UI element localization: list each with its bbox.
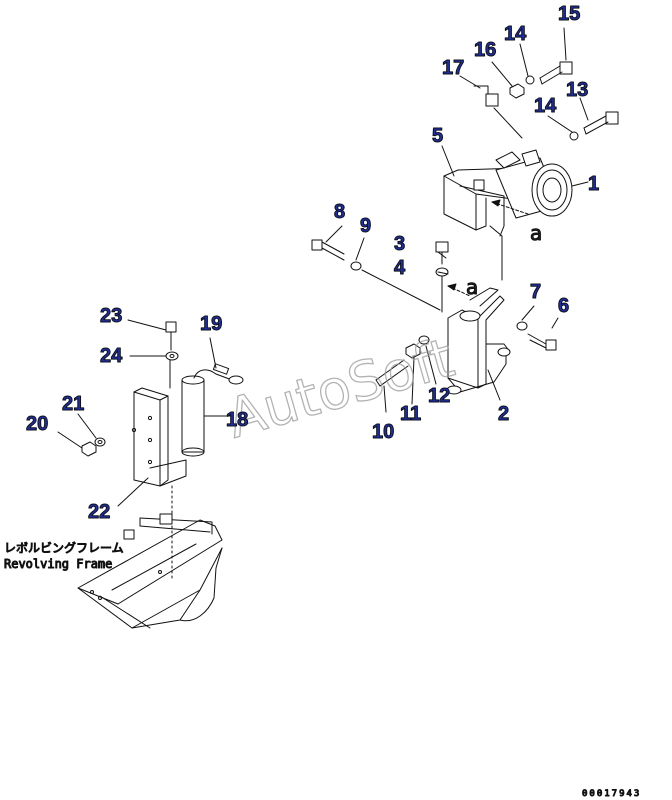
washer-4 — [435, 267, 449, 313]
label-23: 23 — [100, 305, 122, 327]
washer-21 — [94, 437, 106, 447]
label-1: 1 — [588, 173, 599, 195]
washer-14a — [525, 75, 535, 85]
label-11: 11 — [400, 403, 421, 425]
nut-20 — [81, 441, 97, 457]
bolt-15 — [539, 61, 573, 85]
nut-16 — [509, 83, 525, 99]
drawing-number: 00017943 — [582, 789, 641, 799]
wire-19 — [193, 363, 244, 385]
bolt-13 — [583, 111, 619, 135]
label-13: 13 — [566, 79, 588, 101]
label-17: 17 — [442, 57, 464, 79]
watermark: AutoSoft — [220, 326, 460, 450]
label-2: 2 — [498, 403, 509, 425]
label-21: 21 — [62, 393, 84, 415]
bracket-17 — [473, 85, 523, 139]
label-14-mid: 14 — [534, 95, 557, 117]
washer-9 — [350, 261, 362, 271]
washer-14b — [569, 131, 579, 141]
frame-label-en: Revolving Frame — [4, 557, 112, 571]
label-15: 15 — [558, 3, 580, 25]
bolt-10 — [375, 359, 409, 387]
label-3: 3 — [394, 233, 405, 255]
bolt-23 — [165, 321, 177, 351]
horn-1 — [495, 149, 573, 219]
label-10: 10 — [372, 421, 394, 443]
bracket-assembly — [131, 359, 187, 579]
label-5: 5 — [432, 125, 443, 147]
view-arrow-upper — [491, 199, 529, 215]
label-18: 18 — [226, 409, 248, 431]
view-marker-upper: a — [530, 221, 542, 245]
label-9: 9 — [360, 215, 371, 237]
bracket-5 — [443, 167, 521, 281]
bracket-2 — [446, 287, 511, 395]
bolt-6 — [527, 333, 557, 351]
label-7: 7 — [530, 281, 541, 303]
cylinder-18 — [181, 375, 233, 457]
label-20: 20 — [26, 413, 48, 435]
label-8: 8 — [334, 201, 345, 223]
revolving-frame — [77, 513, 223, 629]
washer-7 — [516, 321, 528, 331]
washer-24 — [165, 351, 179, 361]
nut-11 — [405, 343, 421, 359]
leader-lines — [57, 27, 589, 507]
frame-label-jp: レボルビングフレーム — [4, 541, 124, 555]
view-marker-lower: a — [466, 275, 478, 299]
label-6: 6 — [558, 295, 569, 317]
label-12: 12 — [428, 385, 450, 407]
view-arrow-lower — [447, 283, 471, 297]
label-24: 24 — [100, 345, 123, 367]
label-22: 22 — [88, 501, 110, 523]
bolt-3 — [435, 241, 449, 265]
label-16: 16 — [474, 39, 496, 61]
bolt-8 — [311, 239, 345, 261]
label-19: 19 — [200, 313, 222, 335]
washer-12 — [418, 335, 430, 345]
label-14-top: 14 — [504, 23, 527, 45]
label-4: 4 — [394, 257, 406, 279]
